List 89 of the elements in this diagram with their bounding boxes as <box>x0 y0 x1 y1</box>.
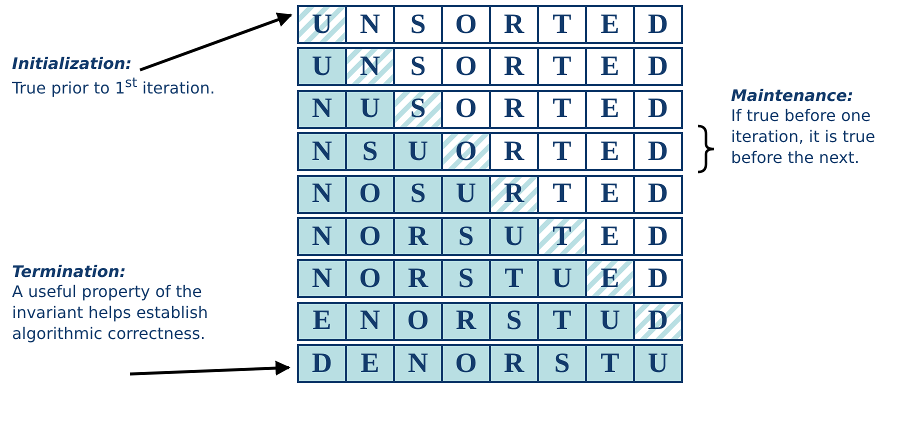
letter-cell: E <box>585 7 633 42</box>
letter-cell: O <box>441 7 489 42</box>
letter-cell: U <box>299 49 345 84</box>
letter-cell: T <box>537 49 585 84</box>
letter-cell: E <box>585 219 633 254</box>
letter-cell: E <box>345 346 393 382</box>
letter-cell: U <box>633 346 681 382</box>
letter-cell: N <box>299 92 345 127</box>
letter-cell: O <box>441 134 489 170</box>
annotation-heading: Maintenance: <box>731 86 854 105</box>
letter-cell: D <box>633 92 681 127</box>
letter-cell: D <box>633 134 681 170</box>
letter-cell: S <box>489 304 537 339</box>
letter-cell: U <box>585 304 633 339</box>
letter-cell: U <box>299 7 345 42</box>
letter-cell: E <box>585 92 633 127</box>
array-row <box>297 174 683 214</box>
letter-cell: U <box>393 134 441 170</box>
letter-cell: E <box>585 49 633 84</box>
letter-cell: U <box>537 261 585 296</box>
letter-cell: O <box>345 219 393 254</box>
letter-cell: N <box>345 304 393 339</box>
array-row <box>297 259 683 298</box>
arrow <box>130 360 290 376</box>
array-row <box>297 90 683 129</box>
array-row <box>297 132 683 172</box>
letter-cell: T <box>537 92 585 127</box>
letter-cell: R <box>393 261 441 296</box>
letter-cell: S <box>441 261 489 296</box>
letter-cell: R <box>489 7 537 42</box>
letter-cell: S <box>393 176 441 212</box>
letter-cell: R <box>489 176 537 212</box>
letter-cell: O <box>345 261 393 296</box>
annotation-text: A useful property of the invariant helps establish algorithmic correctness. <box>12 281 209 344</box>
letter-cell: D <box>299 346 345 382</box>
letter-cell: N <box>299 261 345 296</box>
letter-cell: E <box>585 261 633 296</box>
array-row <box>297 5 683 44</box>
letter-cell: N <box>345 7 393 42</box>
letter-cell: R <box>393 219 441 254</box>
letter-cell: R <box>489 92 537 127</box>
letter-cell: D <box>633 176 681 212</box>
letter-cell: O <box>441 92 489 127</box>
letter-cell: U <box>345 92 393 127</box>
arrow <box>139 12 292 72</box>
array-row <box>297 47 683 86</box>
letter-cell: R <box>441 304 489 339</box>
letter-cell: O <box>345 176 393 212</box>
letter-cell: T <box>489 261 537 296</box>
letter-cell: D <box>633 219 681 254</box>
letter-cell: T <box>537 134 585 170</box>
letter-cell: E <box>585 176 633 212</box>
letter-cell: O <box>441 346 489 382</box>
letter-cell: S <box>393 92 441 127</box>
annotation-text: If true before one iteration, it is true before the next. <box>731 105 876 168</box>
letter-cell: S <box>393 7 441 42</box>
letter-cell: S <box>537 346 585 382</box>
letter-cell: T <box>537 304 585 339</box>
letter-cell: D <box>633 49 681 84</box>
letter-cell: N <box>299 219 345 254</box>
letter-cell: E <box>299 304 345 339</box>
letter-cell: S <box>393 49 441 84</box>
letter-cell: D <box>633 261 681 296</box>
letter-cell: E <box>585 134 633 170</box>
letter-cell: N <box>299 134 345 170</box>
letter-cell: D <box>633 304 681 339</box>
letter-cell: T <box>537 7 585 42</box>
letter-cell: S <box>345 134 393 170</box>
letter-cell: R <box>489 346 537 382</box>
array-row <box>297 302 683 341</box>
letter-cell: N <box>393 346 441 382</box>
array-row <box>297 217 683 256</box>
letter-cell: O <box>441 49 489 84</box>
letter-cell: N <box>345 49 393 84</box>
letter-cell: D <box>633 7 681 42</box>
letter-cell: S <box>441 219 489 254</box>
annotation-heading: Initialization: <box>12 54 132 73</box>
annotation-heading: Termination: <box>12 262 126 281</box>
letter-cell: U <box>441 176 489 212</box>
letter-cell: T <box>537 176 585 212</box>
letter-cell: R <box>489 49 537 84</box>
letter-cell: O <box>393 304 441 339</box>
letter-cell: T <box>585 346 633 382</box>
letter-cell: R <box>489 134 537 170</box>
letter-cell: T <box>537 219 585 254</box>
annotation-text: True prior to 1$^{st}$ iteration. <box>12 75 216 98</box>
array-row <box>297 344 683 384</box>
letter-cell: N <box>299 176 345 212</box>
letter-cell: U <box>489 219 537 254</box>
